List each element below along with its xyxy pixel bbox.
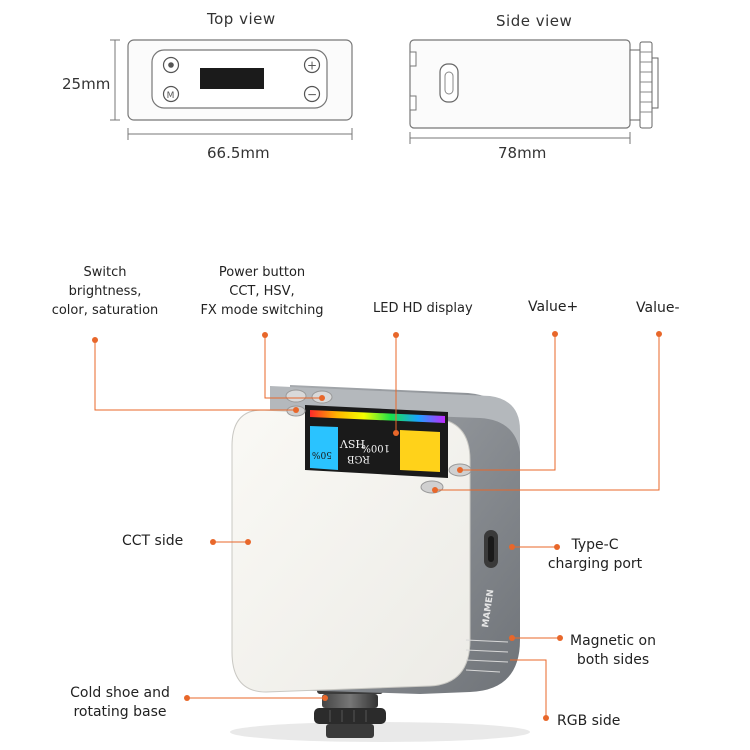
callout-power-line2: CCT, HSV, (229, 284, 295, 299)
screen-pct: 100% (361, 442, 390, 453)
callout-switch-line2: brightness, (68, 284, 142, 299)
callout-cold-shoe-line1: Cold shoe and (70, 685, 170, 701)
usb-port-icon (439, 63, 459, 103)
callout-power: Power button CCT, HSV, FX mode switching (197, 263, 327, 320)
mode-button-icon (162, 85, 180, 103)
side-view-title: Side view (496, 12, 573, 30)
callout-power-line1: Power button (218, 265, 306, 280)
callout-cold-shoe-line2: rotating base (73, 704, 167, 720)
top-view-btn-m: M (167, 91, 175, 101)
screen-rgb: RGB (347, 453, 370, 464)
led-display-illustration (305, 405, 448, 478)
side-view-drawing (409, 39, 659, 144)
callout-switch-line1: Switch (83, 265, 127, 280)
callout-cct-side: CCT side (122, 533, 184, 549)
callout-dots (92, 331, 662, 721)
top-view-btn-plus: + (307, 59, 317, 73)
top-view-btn-minus: − (307, 88, 317, 102)
callout-rgb-side: RGB side (557, 713, 621, 729)
callout-power-line3: FX mode switching (200, 303, 324, 318)
callout-type-c-line2: charging port (547, 556, 643, 572)
callout-switch-line3: color, saturation (51, 303, 159, 318)
callout-value-plus: Value+ (528, 299, 579, 315)
screen-hsv: HSV (339, 437, 365, 450)
plus-button-icon (303, 56, 321, 74)
callout-type-c-line1: Type-C (571, 537, 619, 553)
callout-type-c: Type-C charging port (540, 536, 650, 574)
callout-value-minus: Value- (636, 300, 680, 316)
callout-switch: Switch brightness, color, saturation (45, 263, 165, 320)
device-illustration (230, 385, 530, 742)
callout-magnetic-line2: both sides (576, 652, 650, 668)
screen-50: 50% (312, 449, 332, 459)
callout-lines (94, 334, 660, 718)
top-view-width-label: 66.5mm (207, 144, 270, 162)
minus-button-icon (303, 85, 321, 103)
top-view-title: Top view (207, 10, 276, 28)
callout-led-display: LED HD display (373, 301, 473, 316)
top-view-drawing (110, 39, 353, 140)
side-view-width-label: 78mm (498, 144, 547, 162)
callout-magnetic-line1: Magnetic on (570, 633, 656, 649)
callout-cold-shoe: Cold shoe and rotating base (60, 684, 180, 722)
callout-magnetic: Magnetic on both sides (560, 632, 666, 670)
minus-button-illustration (420, 480, 444, 494)
top-view-height-label: 25mm (62, 75, 111, 93)
